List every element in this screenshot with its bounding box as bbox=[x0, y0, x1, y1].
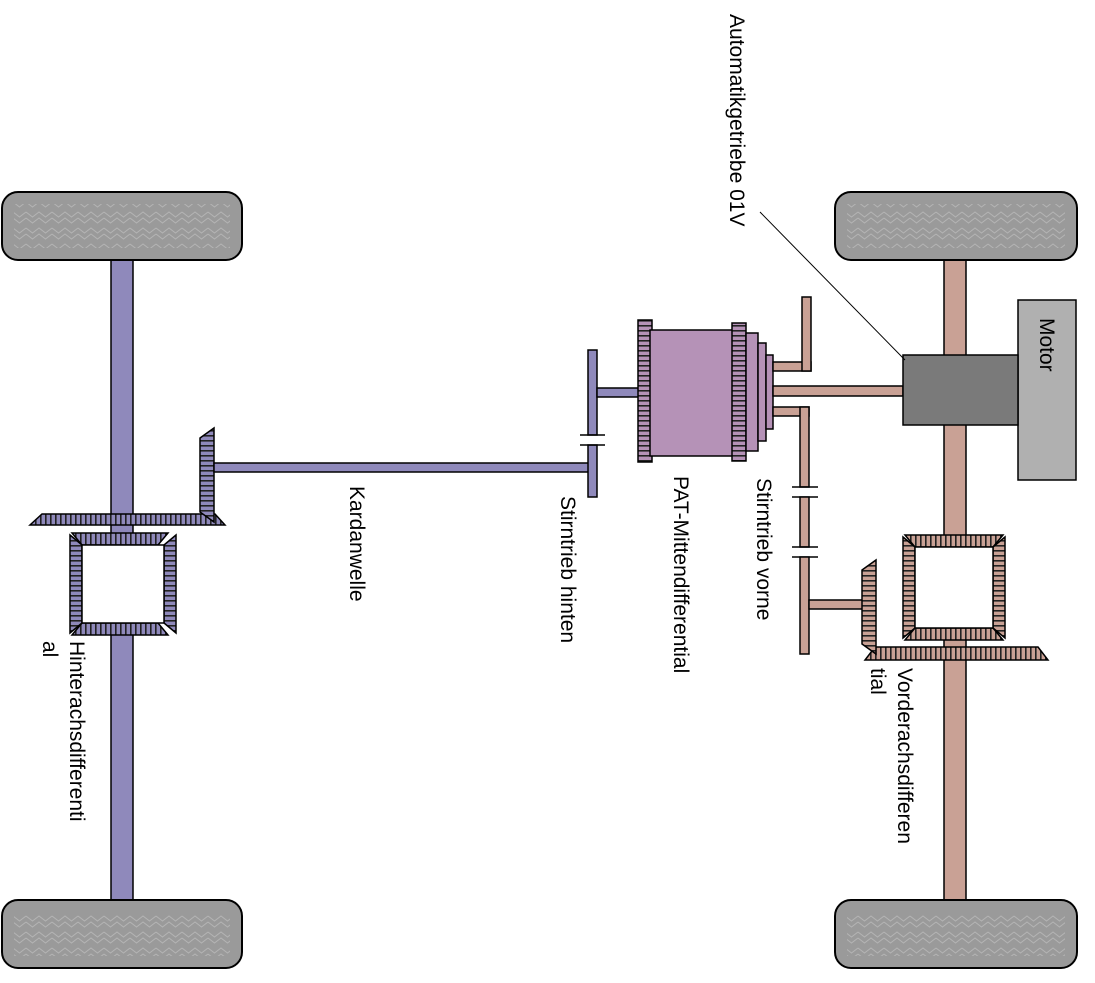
automatic-transmission-block bbox=[902, 354, 1019, 426]
front-spur-drive bbox=[772, 296, 864, 655]
label-hinterachsdifferential-line1: Hinterachsdifferenti bbox=[65, 641, 88, 822]
rear-wheel-top bbox=[1, 191, 243, 261]
label-hinterachsdifferential-line2: al bbox=[38, 641, 61, 657]
pat-center-differential bbox=[637, 319, 774, 463]
label-vorderachsdifferential-line2: tial bbox=[866, 668, 889, 695]
rear-crown-gear bbox=[28, 513, 227, 526]
label-vorderachsdifferential-line1: Vorderachsdifferen bbox=[893, 668, 916, 844]
label-motor: Motor bbox=[1035, 318, 1058, 372]
front-pinion-gear bbox=[861, 558, 877, 656]
rear-spur-drive bbox=[580, 349, 642, 498]
transmission-output-shaft bbox=[772, 385, 904, 397]
front-crown-gear bbox=[863, 646, 1050, 661]
transmission-leader-line bbox=[759, 211, 906, 361]
label-stirntrieb-hinten: Stirntrieb hinten bbox=[556, 496, 579, 643]
rear-differential bbox=[28, 426, 227, 636]
label-automatikgetriebe: Automatikgetriebe 01V bbox=[725, 14, 748, 226]
front-wheel-top bbox=[834, 191, 1078, 261]
label-pat-mittendifferential: PAT-Mittendifferential bbox=[669, 476, 692, 673]
cardan-shaft bbox=[213, 462, 595, 473]
front-differential bbox=[861, 534, 1050, 661]
label-stirntrieb-vorne: Stirntrieb vorne bbox=[752, 478, 775, 620]
label-kardanwelle: Kardanwelle bbox=[345, 486, 368, 602]
motor-block bbox=[1017, 299, 1077, 481]
front-wheel-bottom bbox=[834, 899, 1078, 969]
rear-pinion-gear bbox=[199, 426, 215, 524]
rear-wheel-bottom bbox=[1, 899, 243, 969]
